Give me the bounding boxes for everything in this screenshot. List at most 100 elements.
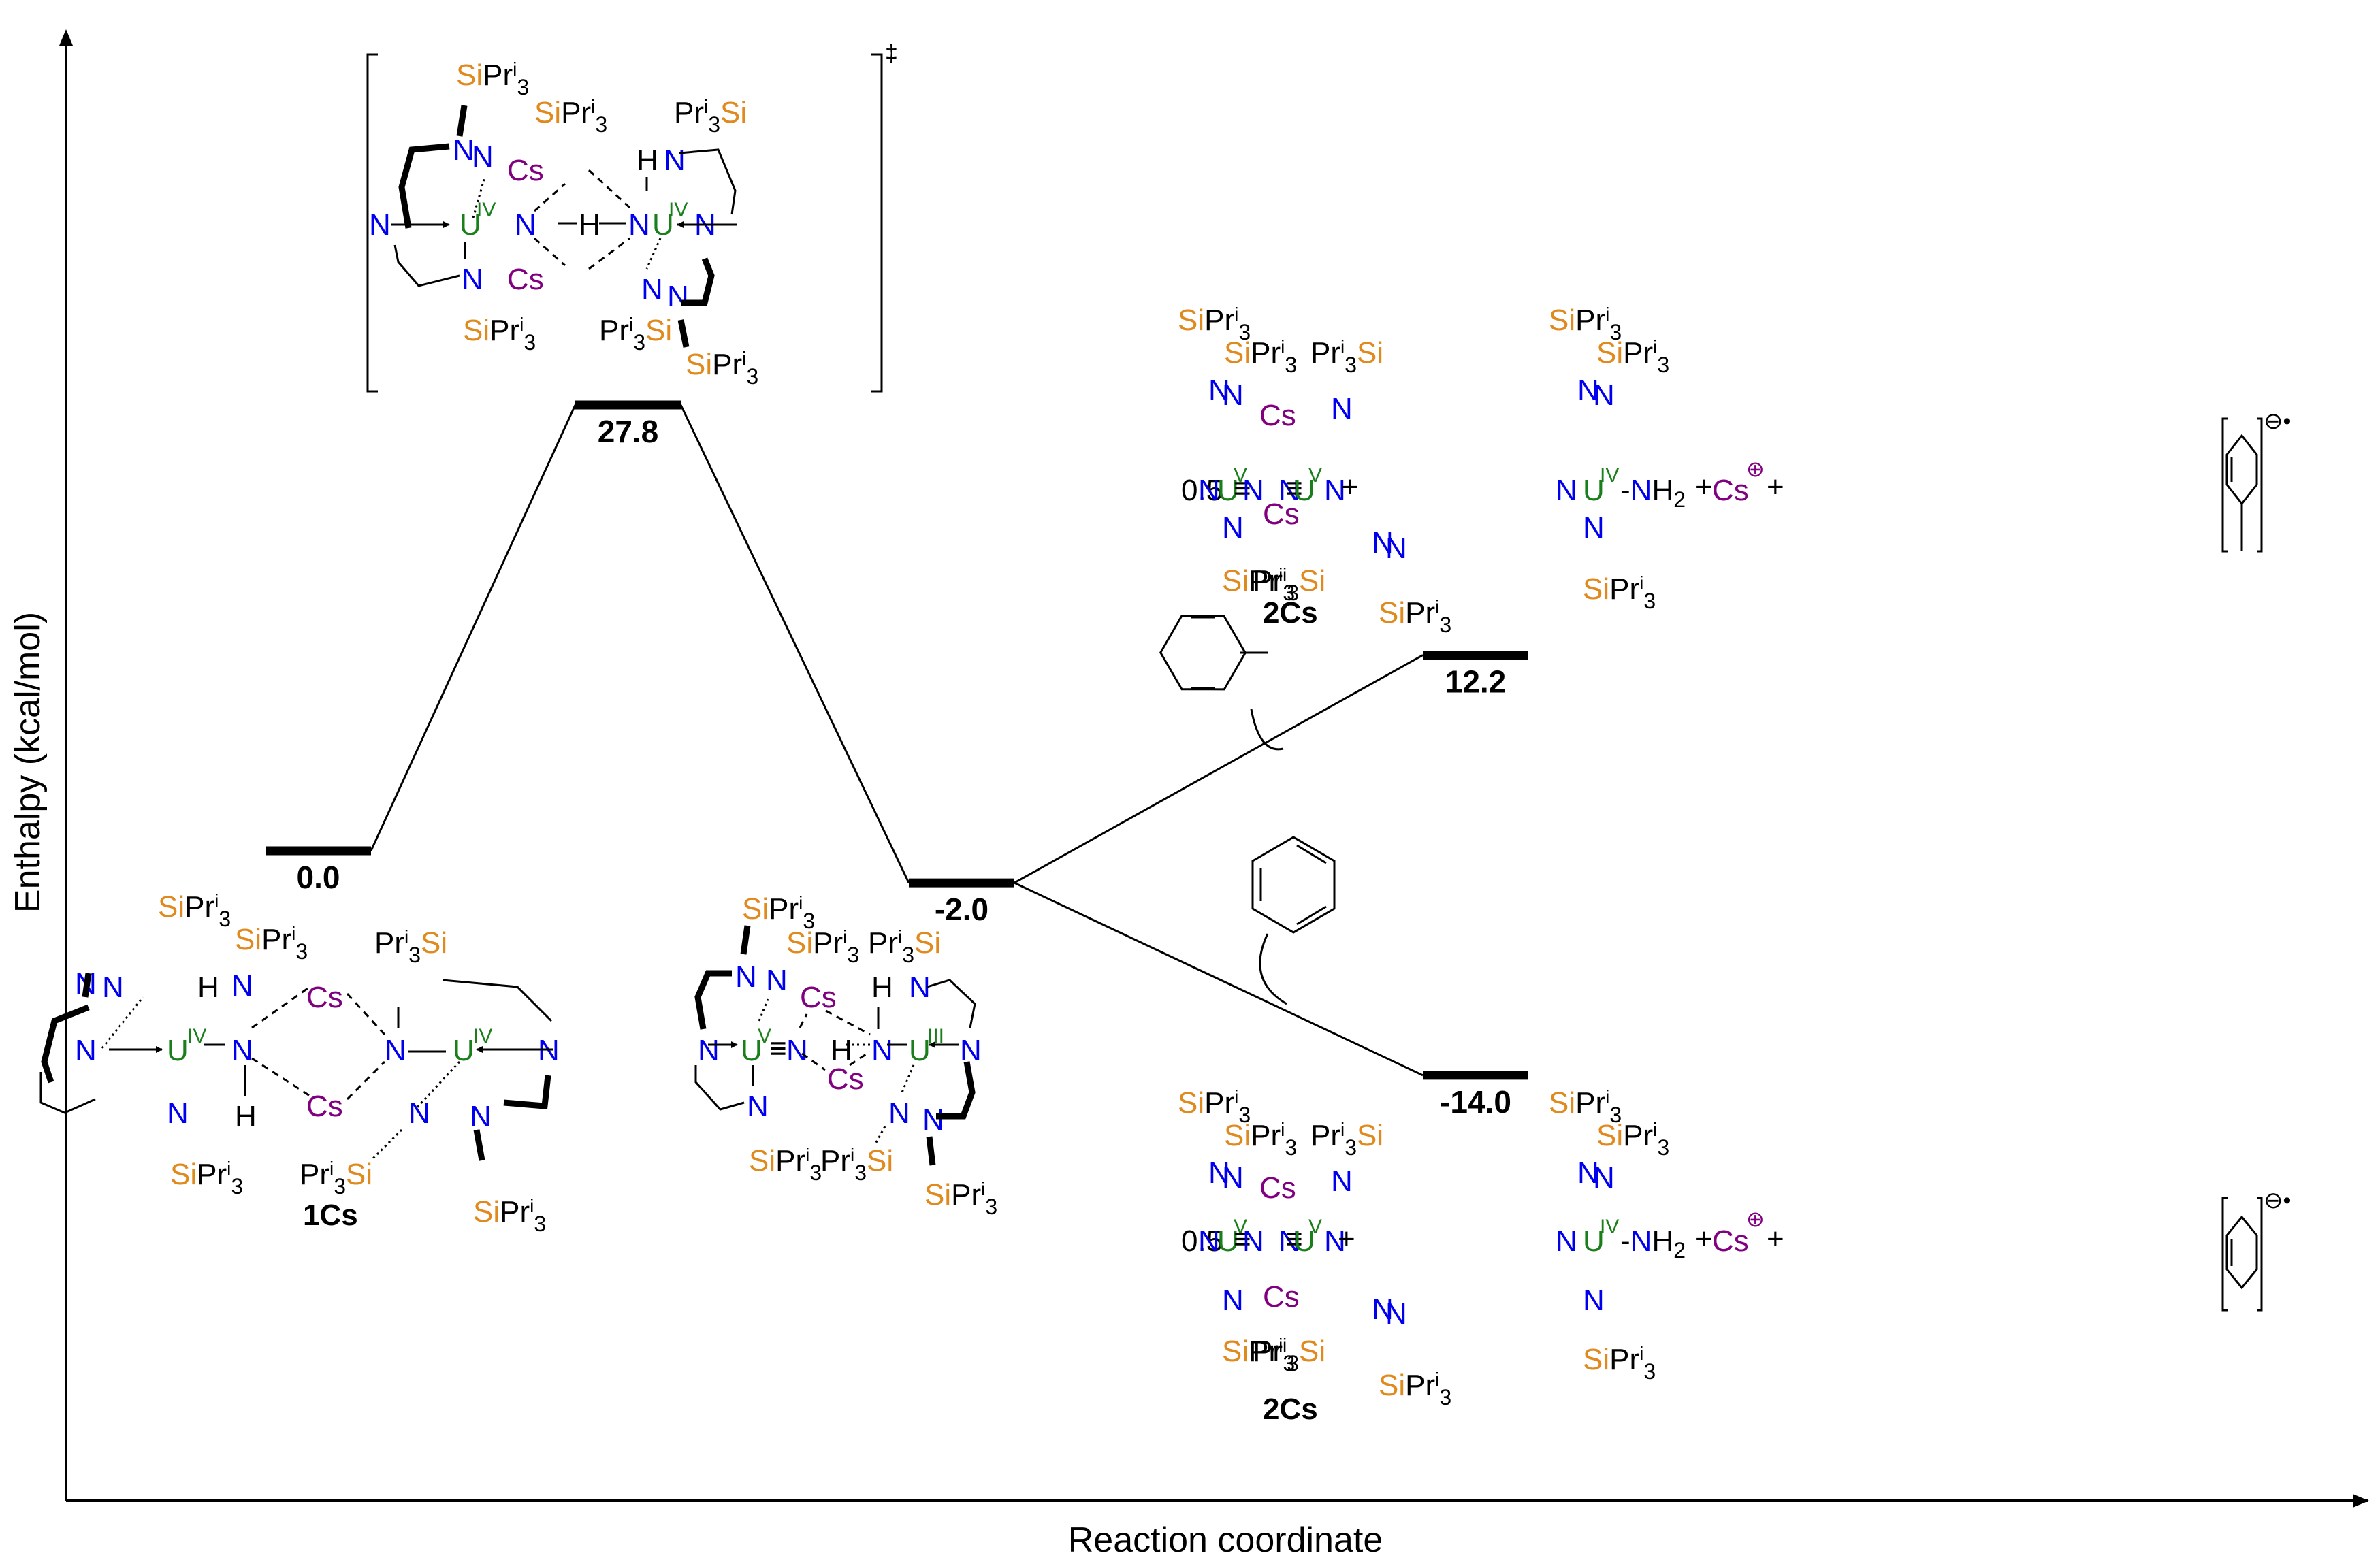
svg-text:N: N bbox=[1556, 1224, 1577, 1258]
svg-text:-NH2: -NH2 bbox=[1620, 1224, 1686, 1263]
svg-text:2Cs: 2Cs bbox=[1263, 1393, 1318, 1426]
svg-text:V: V bbox=[1234, 1216, 1247, 1238]
svg-text:N: N bbox=[369, 208, 391, 242]
svg-text:N: N bbox=[888, 1096, 910, 1130]
svg-text:+: + bbox=[1767, 470, 1784, 504]
svg-text:N: N bbox=[1385, 1297, 1407, 1331]
svg-text:U: U bbox=[1293, 474, 1315, 507]
svg-text:N: N bbox=[231, 969, 253, 1003]
svg-text:N: N bbox=[871, 1034, 893, 1067]
svg-text:N: N bbox=[698, 1034, 720, 1067]
svg-text:U: U bbox=[460, 208, 481, 242]
svg-text:≡: ≡ bbox=[1285, 1222, 1303, 1256]
svg-text:V: V bbox=[758, 1025, 771, 1047]
level-label-benzene-product: -14.0 bbox=[1440, 1084, 1511, 1120]
svg-text:N: N bbox=[470, 1100, 492, 1133]
svg-text:H: H bbox=[235, 1100, 257, 1133]
svg-text:N: N bbox=[385, 1034, 406, 1067]
svg-text:N: N bbox=[1222, 1284, 1244, 1317]
svg-text:Cs: Cs bbox=[507, 154, 544, 187]
svg-text:Cs: Cs bbox=[1259, 1171, 1296, 1205]
svg-text:U: U bbox=[909, 1034, 931, 1067]
products-toluene: SiPri3 SiPri3 Pri3Si SiPri3 SiPri3 N N C… bbox=[1178, 304, 2291, 637]
svg-text:SiPri3: SiPri3 bbox=[235, 923, 308, 964]
svg-text:⊖•: ⊖• bbox=[2264, 408, 2291, 434]
svg-text:SiPri3: SiPri3 bbox=[463, 314, 536, 355]
svg-text:SiPri3: SiPri3 bbox=[749, 1144, 822, 1185]
svg-text:N: N bbox=[1556, 474, 1577, 507]
svg-text:≡: ≡ bbox=[1234, 1222, 1251, 1256]
svg-text:N: N bbox=[628, 208, 650, 242]
svg-text:N: N bbox=[1242, 474, 1264, 507]
svg-text:U: U bbox=[1217, 1224, 1239, 1258]
level-label-start: 0.0 bbox=[297, 860, 340, 895]
svg-text:H: H bbox=[637, 144, 658, 177]
svg-text:N: N bbox=[747, 1090, 769, 1123]
x-axis-title: Reaction coordinate bbox=[1068, 1520, 1383, 1560]
svg-text:-NH2: -NH2 bbox=[1620, 474, 1686, 512]
svg-text:Cs: Cs bbox=[1712, 1224, 1749, 1258]
svg-text:≡: ≡ bbox=[1234, 472, 1251, 505]
svg-text:N: N bbox=[75, 1034, 97, 1067]
svg-text:N: N bbox=[909, 971, 931, 1004]
products-benzene: SiPri3 SiPri3 Pri3Si SiPri3 SiPri3 N N C… bbox=[1178, 1086, 2291, 1426]
svg-text:Pri3Si: Pri3Si bbox=[674, 96, 747, 137]
svg-text:+: + bbox=[1338, 1222, 1355, 1256]
svg-text:≡: ≡ bbox=[769, 1032, 787, 1065]
level-label-intermediate: -2.0 bbox=[935, 892, 988, 927]
svg-text:N: N bbox=[1222, 378, 1244, 412]
svg-text:N: N bbox=[102, 971, 124, 1004]
svg-text:SiPri3: SiPri3 bbox=[742, 892, 815, 933]
svg-text:Cs: Cs bbox=[800, 981, 837, 1014]
svg-text:Pri3Si: Pri3Si bbox=[1310, 1119, 1383, 1160]
svg-text:N: N bbox=[1208, 1156, 1230, 1190]
svg-text:N: N bbox=[1222, 1161, 1244, 1194]
svg-text:2Cs: 2Cs bbox=[1263, 596, 1318, 630]
svg-text:SiPri3: SiPri3 bbox=[1224, 1119, 1297, 1160]
svg-text:+: + bbox=[1695, 470, 1713, 504]
svg-text:N: N bbox=[1372, 526, 1394, 559]
svg-text:H: H bbox=[871, 971, 893, 1004]
svg-text:U: U bbox=[167, 1034, 189, 1067]
svg-text:N: N bbox=[167, 1096, 189, 1130]
svg-text:SiPri3: SiPri3 bbox=[1178, 1086, 1251, 1127]
svg-text:N: N bbox=[1198, 474, 1220, 507]
svg-text:0.5: 0.5 bbox=[1181, 474, 1223, 507]
svg-text:SiPri3: SiPri3 bbox=[170, 1158, 243, 1199]
svg-text:SiPri3: SiPri3 bbox=[1549, 304, 1622, 344]
svg-text:SiPri3: SiPri3 bbox=[456, 59, 529, 99]
svg-text:N: N bbox=[667, 280, 689, 313]
svg-text:N: N bbox=[408, 1096, 430, 1130]
svg-text:N: N bbox=[922, 1103, 944, 1137]
svg-text:SiPri3: SiPri3 bbox=[1596, 1119, 1669, 1160]
energy-levels: 0.027.8-2.012.2-14.0 bbox=[266, 400, 1528, 1120]
svg-text:SiPri3: SiPri3 bbox=[1583, 1343, 1656, 1384]
svg-text:‡: ‡ bbox=[885, 41, 898, 67]
svg-text:N: N bbox=[1577, 374, 1599, 407]
svg-text:Cs: Cs bbox=[306, 1090, 343, 1123]
svg-text:SiPri3: SiPri3 bbox=[1583, 572, 1656, 613]
svg-text:SiPri3: SiPri3 bbox=[534, 96, 607, 137]
svg-text:IV: IV bbox=[473, 1025, 492, 1047]
svg-text:H: H bbox=[197, 971, 219, 1004]
svg-text:⊕: ⊕ bbox=[1746, 1207, 1765, 1231]
svg-text:Pri3Si: Pri3Si bbox=[599, 314, 672, 355]
svg-text:N: N bbox=[1324, 1224, 1346, 1258]
svg-text:N: N bbox=[1593, 378, 1615, 412]
svg-text:H: H bbox=[579, 208, 600, 242]
svg-text:U: U bbox=[1217, 474, 1239, 507]
svg-text:N: N bbox=[1279, 1224, 1300, 1258]
svg-text:U: U bbox=[1293, 1224, 1315, 1258]
svg-text:Pri3Si: Pri3Si bbox=[374, 926, 447, 967]
svg-text:N: N bbox=[453, 133, 475, 167]
svg-text:Pri3Si: Pri3Si bbox=[1253, 564, 1325, 605]
svg-text:N: N bbox=[515, 208, 536, 242]
svg-text:Cs: Cs bbox=[507, 263, 544, 296]
svg-text:SiPri3: SiPri3 bbox=[1178, 304, 1251, 344]
svg-text:IV: IV bbox=[1600, 1216, 1619, 1238]
svg-text:IV: IV bbox=[187, 1025, 206, 1047]
svg-text:Cs: Cs bbox=[1263, 1280, 1300, 1314]
svg-text:N: N bbox=[664, 144, 686, 177]
svg-text:N: N bbox=[1331, 1165, 1353, 1198]
